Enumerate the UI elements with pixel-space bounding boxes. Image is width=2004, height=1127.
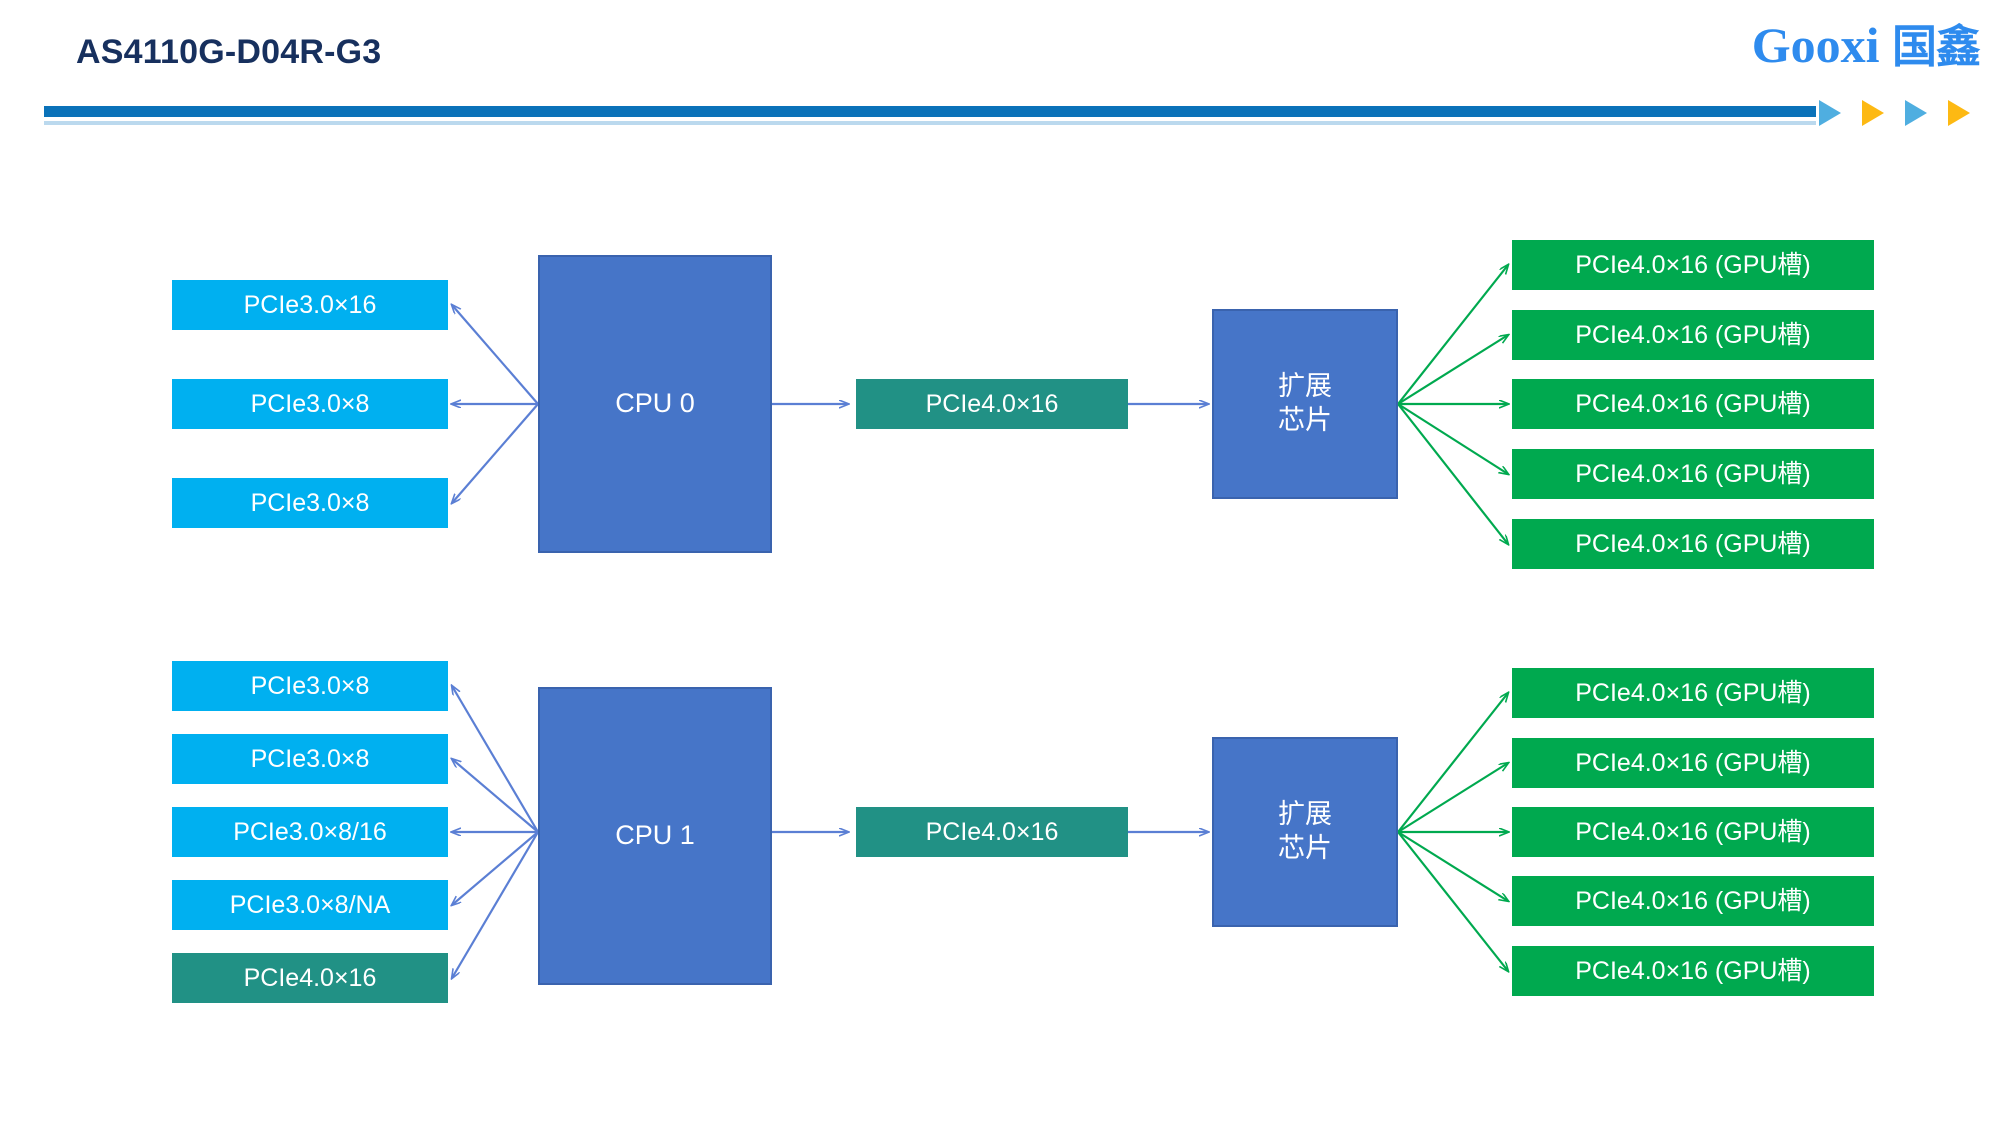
node-cpu1-gpu-slot-2[interactable]: PCIe4.0×16 (GPU槽) xyxy=(1512,738,1874,788)
node-cpu1-gpu-slot-5[interactable]: PCIe4.0×16 (GPU槽) xyxy=(1512,946,1874,996)
node-label: PCIe3.0×8 xyxy=(250,744,370,773)
logo-wordmark-chinese: 国鑫 xyxy=(1891,20,1981,73)
play-triangle-icon-4 xyxy=(1948,100,1970,126)
node-cpu1-gpu-slot-1[interactable]: PCIe4.0×16 (GPU槽) xyxy=(1512,668,1874,718)
play-triangle-icon-3 xyxy=(1905,100,1927,126)
node-label-line1: 扩展 xyxy=(1278,371,1332,402)
node-cpu1-expansion-chip[interactable]: 扩展 芯片 xyxy=(1212,737,1398,927)
node-label: PCIe4.0×16 (GPU槽) xyxy=(1575,817,1811,846)
node-cpu0-uplink[interactable]: PCIe4.0×16 xyxy=(856,379,1128,429)
node-label: PCIe4.0×16 (GPU槽) xyxy=(1575,748,1811,777)
node-label-line2: 芯片 xyxy=(1278,405,1332,435)
node-label: PCIe3.0×8 xyxy=(250,671,370,700)
logo-wordmark: Gooxi 国鑫 xyxy=(1751,17,1981,73)
node-cpu0-gpu-slot-1[interactable]: PCIe4.0×16 (GPU槽) xyxy=(1512,240,1874,290)
node-label: PCIe4.0×16 (GPU槽) xyxy=(1575,678,1811,707)
node-label: PCIe4.0×16 xyxy=(925,389,1059,418)
node-label: PCIe3.0×16 xyxy=(243,290,377,319)
node-label: PCIe4.0×16 (GPU槽) xyxy=(1575,529,1811,558)
node-label: PCIe4.0×16 xyxy=(243,963,377,992)
node-label: CPU 1 xyxy=(615,820,695,851)
node-label-line2: 芯片 xyxy=(1278,833,1332,863)
node-cpu0[interactable]: CPU 0 xyxy=(538,255,772,553)
node-label: PCIe4.0×16 (GPU槽) xyxy=(1575,389,1811,418)
node-cpu1-uplink[interactable]: PCIe4.0×16 xyxy=(856,807,1128,857)
node-label: PCIe4.0×16 xyxy=(925,817,1059,846)
node-cpu1-slot-3[interactable]: PCIe3.0×8/16 xyxy=(172,807,448,857)
node-cpu0-slot-2[interactable]: PCIe3.0×8 xyxy=(172,379,448,429)
node-cpu0-slot-3[interactable]: PCIe3.0×8 xyxy=(172,478,448,528)
node-cpu1-slot-4[interactable]: PCIe3.0×8/NA xyxy=(172,880,448,930)
node-label: PCIe3.0×8/16 xyxy=(233,817,387,846)
node-label: PCIe3.0×8 xyxy=(250,488,370,517)
play-triangle-icon-1 xyxy=(1819,100,1841,126)
page-title: AS4110G-D04R-G3 xyxy=(76,33,382,71)
header-rule-accent xyxy=(44,121,1816,125)
node-cpu1-gpu-slot-3[interactable]: PCIe4.0×16 (GPU槽) xyxy=(1512,807,1874,857)
node-cpu0-expansion-chip[interactable]: 扩展 芯片 xyxy=(1212,309,1398,499)
node-label: PCIe3.0×8/NA xyxy=(229,890,391,919)
gooxi-logo: Gooxi 国鑫 xyxy=(1612,17,1982,126)
node-cpu1[interactable]: CPU 1 xyxy=(538,687,772,985)
node-label: PCIe4.0×16 (GPU槽) xyxy=(1575,250,1811,279)
page-header: AS4110G-D04R-G3 Gooxi 国鑫 xyxy=(0,0,2004,130)
logo-wordmark-latin: Gooxi xyxy=(1751,17,1880,73)
play-triangle-icon-2 xyxy=(1862,100,1884,126)
header-rule-primary xyxy=(44,106,1816,117)
node-label: PCIe4.0×16 (GPU槽) xyxy=(1575,956,1811,985)
node-label: PCIe3.0×8 xyxy=(250,389,370,418)
node-cpu1-slot-5[interactable]: PCIe4.0×16 xyxy=(172,953,448,1003)
node-cpu0-gpu-slot-4[interactable]: PCIe4.0×16 (GPU槽) xyxy=(1512,449,1874,499)
node-label: PCIe4.0×16 (GPU槽) xyxy=(1575,886,1811,915)
node-cpu0-gpu-slot-2[interactable]: PCIe4.0×16 (GPU槽) xyxy=(1512,310,1874,360)
logo-triangle-group xyxy=(1819,100,1970,126)
node-cpu0-slot-1[interactable]: PCIe3.0×16 xyxy=(172,280,448,330)
node-cpu1-slot-2[interactable]: PCIe3.0×8 xyxy=(172,734,448,784)
node-label: PCIe4.0×16 (GPU槽) xyxy=(1575,459,1811,488)
node-cpu1-gpu-slot-4[interactable]: PCIe4.0×16 (GPU槽) xyxy=(1512,876,1874,926)
node-cpu0-gpu-slot-3[interactable]: PCIe4.0×16 (GPU槽) xyxy=(1512,379,1874,429)
node-label: PCIe4.0×16 (GPU槽) xyxy=(1575,320,1811,349)
node-label: CPU 0 xyxy=(615,388,695,419)
node-cpu1-slot-1[interactable]: PCIe3.0×8 xyxy=(172,661,448,711)
node-label-line1: 扩展 xyxy=(1278,799,1332,830)
node-cpu0-gpu-slot-5[interactable]: PCIe4.0×16 (GPU槽) xyxy=(1512,519,1874,569)
